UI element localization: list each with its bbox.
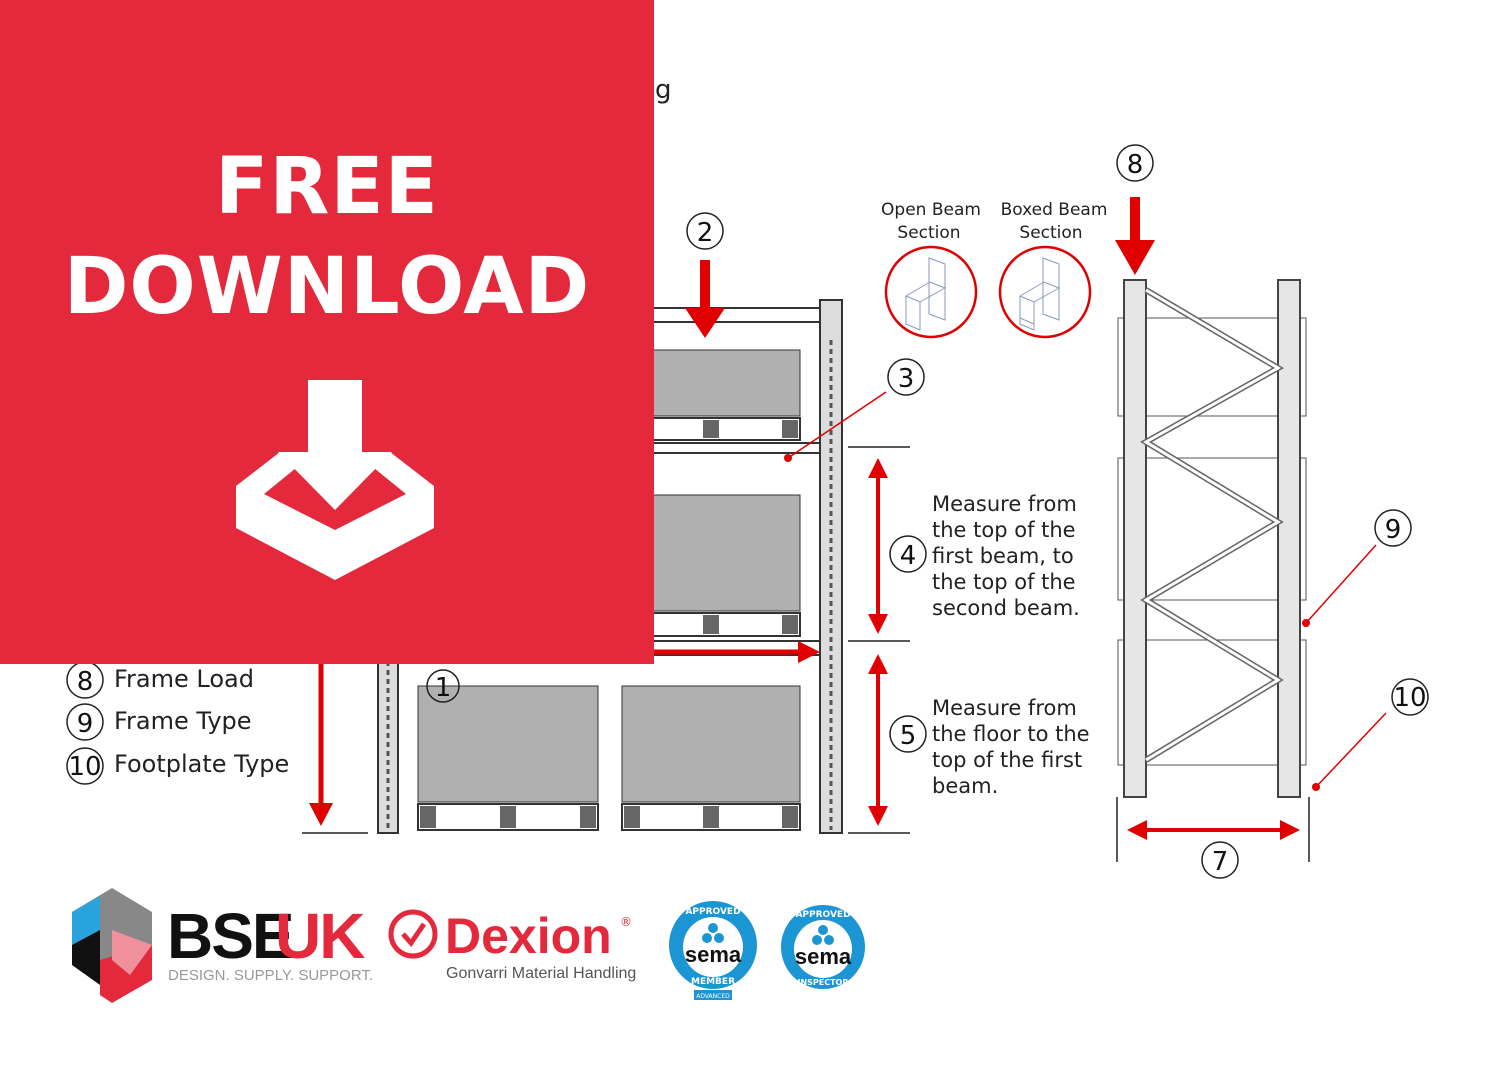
banner-line-1: FREE [215, 142, 439, 232]
frame-bay [1117, 639, 1307, 766]
callout-9: 9 [1385, 515, 1402, 545]
callout-3: 3 [898, 364, 915, 394]
bseuk-tagline: DESIGN. SUPPLY. SUPPORT. [168, 967, 373, 984]
dexion-check-icon [388, 909, 438, 959]
callout-circle [887, 358, 925, 396]
callout-circle [1391, 678, 1429, 716]
leader-line-10 [1312, 712, 1387, 791]
dimension-arrow-5 [868, 654, 888, 826]
bseuk-name-red: UK [275, 900, 365, 972]
sema-member-top: APPROVED [685, 907, 740, 917]
measure-4-line: second beam. [932, 596, 1080, 620]
measure-4-line: the top of the [932, 570, 1076, 594]
sema-member-bottom: MEMBER [691, 977, 735, 987]
legend-number: 10 [68, 752, 101, 782]
frame-upright-back [1277, 279, 1301, 798]
open-beam-label: Section [897, 223, 960, 243]
measure-5-line: beam. [932, 774, 998, 798]
legend: 8 Frame Load 9 Frame Type 10 Footplate T… [66, 661, 289, 785]
sema-inspector-bottom: INSPECTOR [797, 978, 848, 987]
dexion-logo: Dexion ® Gonvarri Material Handling [388, 908, 636, 982]
sema-inspector-top: APPROVED [795, 910, 850, 920]
measure-5-line: Measure from [932, 696, 1077, 720]
callout-5: 5 [900, 721, 917, 751]
dexion-registered-mark: ® [620, 915, 632, 929]
leader-line-3 [784, 391, 887, 462]
load-arrows [309, 197, 1387, 840]
callout-numbers: 1 2 3 4 5 7 8 9 10 [426, 144, 1429, 879]
free-download-banner[interactable]: FREE DOWNLOAD [0, 0, 654, 664]
arrow-down-beam-load [685, 260, 725, 338]
callout-circle [1374, 509, 1412, 547]
callout-10: 10 [1393, 683, 1426, 713]
pallet-blocks [420, 420, 798, 828]
pallet-load [417, 685, 599, 803]
measure-4-line: Measure from [932, 492, 1077, 516]
callout-circle [889, 535, 927, 573]
measure-4-line: the top of the [932, 518, 1076, 542]
sema-member-badge: APPROVED sema MEMBER ADVANCED [669, 901, 757, 1000]
frame-upright-front [1123, 279, 1147, 798]
measure-5-line: the floor to the [932, 722, 1090, 746]
callout-2: 2 [697, 218, 714, 248]
dexion-tagline: Gonvarri Material Handling [446, 965, 636, 982]
legend-label: Frame Type [114, 707, 252, 735]
arrow-right-beam-length [650, 641, 820, 663]
bseuk-name-black: BSE [167, 900, 293, 972]
measure-4-line: first beam, to [932, 544, 1074, 568]
side-frame [1116, 279, 1310, 862]
bseuk-logo: BSE UK DESIGN. SUPPLY. SUPPORT. [72, 888, 373, 1003]
callout-4: 4 [900, 541, 917, 571]
legend-number-circle [66, 703, 104, 741]
dimension-lines [302, 446, 910, 834]
measure-5-line: top of the first [932, 748, 1082, 772]
callout-1: 1 [435, 673, 452, 703]
callout-8: 8 [1127, 150, 1144, 180]
dexion-name: Dexion [445, 908, 612, 964]
boxed-beam-label: Boxed Beam [1001, 200, 1108, 220]
leader-line-9 [1302, 544, 1377, 627]
callout-circle [686, 212, 724, 250]
sema-inspector-name: sema [795, 944, 852, 969]
sema-member-name: sema [685, 942, 742, 967]
arrow-down-frame-load [1115, 197, 1155, 275]
callout-circle [426, 669, 460, 703]
download-icon [236, 380, 434, 580]
legend-number: 9 [77, 709, 94, 739]
callout-circle [1116, 144, 1154, 182]
boxed-beam-label: Section [1019, 223, 1082, 243]
measure-5-text: Measure from the floor to the top of the… [932, 696, 1090, 798]
callout-circle [1201, 841, 1239, 879]
open-beam-label: Open Beam [881, 200, 981, 220]
heading-fragment: g [655, 75, 672, 105]
legend-label: Footplate Type [114, 750, 289, 778]
measure-4-text: Measure from the top of the first beam, … [932, 492, 1080, 620]
pallet-load [621, 685, 801, 803]
boxed-beam-section-icon [998, 245, 1092, 339]
legend-number: 8 [77, 667, 94, 697]
sema-inspector-badge: APPROVED sema INSPECTOR [781, 905, 865, 989]
sema-member-tag: ADVANCED [696, 993, 730, 1000]
legend-label: Frame Load [114, 665, 254, 693]
dimension-arrow-4 [868, 458, 888, 634]
callout-circle [889, 715, 927, 753]
open-beam-section-icon [884, 245, 978, 339]
beam-sections: Open Beam Section Boxed Beam Section [881, 200, 1108, 339]
legend-number-circle [66, 747, 104, 785]
banner-line-2: DOWNLOAD [63, 242, 591, 332]
frame-bracing-highlight [1143, 288, 1282, 762]
dimension-arrow-7 [1127, 820, 1300, 840]
callout-7: 7 [1212, 847, 1229, 877]
arrow-down-floor [309, 660, 333, 826]
